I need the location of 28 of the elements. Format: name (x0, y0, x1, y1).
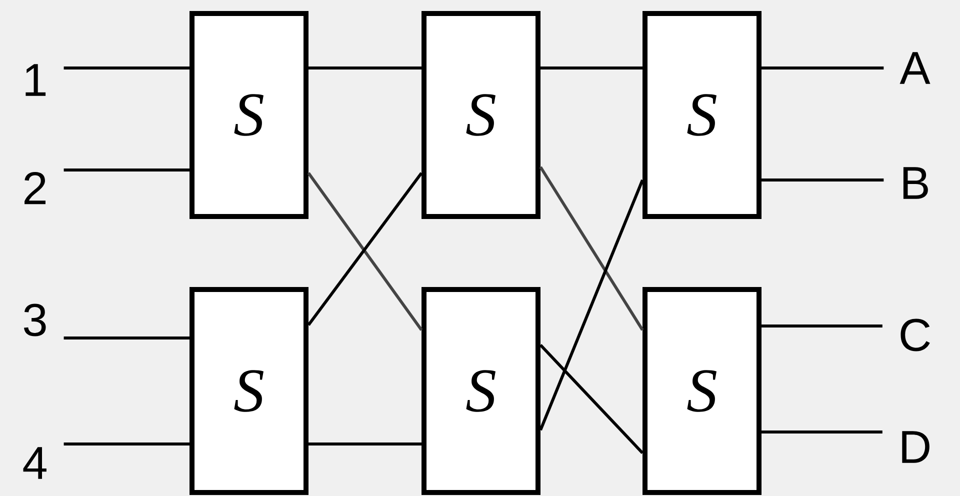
terminal-label: 2 (24, 172, 46, 204)
wire (64, 442, 190, 446)
switch-box: S (422, 287, 540, 495)
wire (64, 336, 190, 340)
wire (762, 430, 882, 434)
switch-box: S (422, 11, 540, 219)
wire (308, 66, 422, 70)
wire (64, 168, 190, 172)
switch-box: S (642, 287, 762, 495)
terminal-label: B (903, 167, 928, 199)
terminal-label: A (900, 52, 930, 84)
wire (762, 324, 882, 328)
switch-box: S (190, 287, 308, 495)
wire (308, 442, 422, 446)
terminal-label: C (900, 318, 930, 352)
switch-box: S (642, 11, 762, 219)
wire (539, 344, 644, 454)
terminal-label: 1 (26, 64, 46, 96)
terminal-label: 3 (24, 304, 46, 336)
wire (762, 178, 884, 182)
wire (540, 66, 642, 70)
wire (64, 66, 190, 70)
wire (539, 179, 644, 431)
wire (539, 166, 644, 331)
terminal-label: 4 (23, 447, 46, 479)
switch-box: S (190, 11, 308, 219)
terminal-label: D (902, 431, 930, 463)
wire (762, 66, 884, 70)
